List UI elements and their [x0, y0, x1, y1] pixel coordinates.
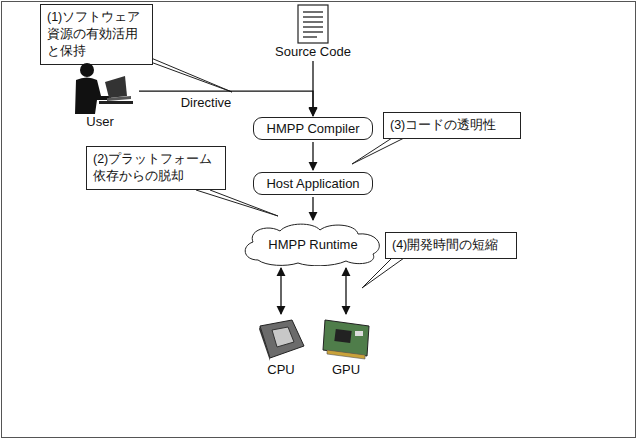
node-label: Host Application — [262, 176, 364, 191]
node-label: User — [65, 114, 135, 129]
callout-text: (3)コードの透明性 — [390, 117, 514, 134]
cpu-chip — [256, 316, 306, 362]
gpu-card — [319, 316, 373, 362]
node-label: CPU — [254, 362, 308, 377]
callout-box: (2)プラットフォーム依存からの脱却 — [86, 146, 226, 190]
callout-text: (4)開発時間の短縮 — [392, 237, 510, 254]
node-label: HMPP Compiler — [262, 121, 364, 136]
callout-box: (1)ソフトウェア資源の有効活用と保持 — [40, 4, 153, 65]
process-box: Host Application — [253, 172, 373, 195]
runtime-cloud: HMPP Runtime — [238, 222, 388, 266]
callout-box: (4)開発時間の短縮 — [385, 232, 517, 259]
connector-arrow — [312, 197, 313, 220]
callout-text: (1)ソフトウェア資源の有効活用と保持 — [47, 9, 146, 60]
source-code-icon: Source Code — [273, 4, 353, 59]
gpu-icon: GPU — [317, 316, 375, 377]
document-icon — [297, 4, 329, 44]
callout-text: (2)プラットフォーム依存からの脱却 — [93, 151, 219, 185]
connector-arrow — [139, 91, 313, 116]
node-label: HMPP Runtime — [238, 237, 388, 252]
process-box: HMPP Compiler — [253, 117, 373, 140]
callout-box: (3)コードの透明性 — [383, 112, 521, 139]
leader-line — [352, 138, 392, 164]
cpu-icon: CPU — [254, 316, 308, 377]
user-icon: User — [65, 60, 135, 129]
leader-line — [352, 138, 404, 164]
connector-arrow — [345, 268, 346, 314]
connector-arrow — [312, 142, 313, 170]
node-label: Source Code — [273, 44, 353, 59]
node-label: GPU — [317, 362, 375, 377]
user-figure — [67, 60, 133, 114]
edge-label: Directive — [179, 95, 234, 110]
connector-arrow — [280, 268, 281, 314]
